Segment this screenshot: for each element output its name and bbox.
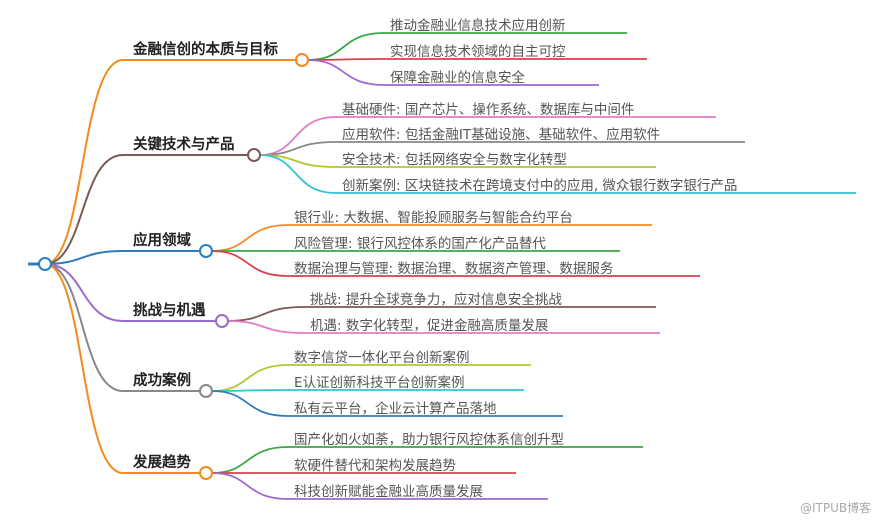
leaf-connector: [307, 58, 647, 61]
leaf-node[interactable]: 银行业: 大数据、智能投顾服务与智能合约平台: [294, 210, 573, 226]
branch-connector: [44, 263, 216, 322]
leaf-node[interactable]: 机遇: 数字化转型，促进金融高质量发展: [310, 318, 549, 334]
leaf-connector: [259, 154, 656, 168]
branch-node[interactable]: 应用领域: [133, 233, 191, 249]
leaf-node[interactable]: 保障金融业的信息安全: [390, 70, 525, 86]
leaf-node[interactable]: 科技创新赋能金融业高质量发展: [294, 484, 483, 500]
leaf-node[interactable]: 国产化如火如荼，助力银行风控体系信创升型: [294, 432, 564, 448]
branch-node[interactable]: 挑战与机遇: [133, 303, 206, 319]
leaf-connector: [259, 116, 716, 156]
leaf-connector: [211, 250, 700, 277]
leaf-node[interactable]: 数字信贷一体化平台创新案例: [294, 350, 470, 366]
branch-node[interactable]: 关键技术与产品: [133, 137, 235, 153]
branch-connector: [44, 250, 200, 265]
leaf-connector: [211, 472, 548, 500]
branch-connector: [44, 59, 296, 265]
leaf-node[interactable]: 数据治理与管理: 数据治理、数据资产管理、数据服务: [294, 261, 614, 277]
leaf-node[interactable]: 创新案例: 区块链技术在跨境支付中的应用, 微众银行数字银行产品: [342, 178, 738, 194]
leaf-connector: [211, 389, 524, 392]
leaf-node[interactable]: 推动金融业信息技术应用创新: [390, 18, 566, 34]
leaf-connector: [211, 390, 563, 417]
leaf-connector: [227, 306, 656, 322]
watermark: @ITPUB博客: [800, 501, 872, 515]
leaf-connector: [211, 364, 531, 392]
leaf-connector: [259, 141, 745, 156]
leaf-node[interactable]: 应用软件: 包括金融IT基础设施、基础软件、应用软件: [342, 127, 661, 143]
leaf-connector: [211, 224, 652, 252]
branch-node[interactable]: 金融信创的本质与目标: [133, 42, 278, 58]
branch-node[interactable]: 成功案例: [133, 373, 191, 389]
branch-collapse-toggle[interactable]: [295, 53, 309, 67]
leaf-node[interactable]: 基础硬件: 国产芯片、操作系统、数据库与中间件: [342, 102, 635, 118]
branch-node[interactable]: 发展趋势: [133, 455, 191, 471]
leaf-node[interactable]: 实现信息技术领域的自主可控: [390, 44, 566, 60]
leaf-node[interactable]: 风险管理: 银行风控体系的国产化产品替代: [294, 236, 546, 252]
branch-connector: [44, 263, 200, 474]
leaf-node[interactable]: 软硬件替代和架构发展趋势: [294, 458, 456, 474]
leaf-node[interactable]: E认证创新科技平台创新案例: [294, 375, 465, 391]
leaf-connector: [227, 320, 660, 334]
root-node[interactable]: [38, 257, 52, 271]
leaf-connector: [307, 59, 599, 86]
leaf-node[interactable]: 私有云平台，企业云计算产品落地: [294, 401, 497, 417]
branch-collapse-toggle[interactable]: [215, 314, 229, 328]
leaf-node[interactable]: 挑战: 提升全球竞争力，应对信息安全挑战: [310, 292, 562, 308]
branch-connector: [44, 154, 248, 265]
leaf-connector: [307, 32, 627, 61]
branch-collapse-toggle[interactable]: [199, 384, 213, 398]
branch-connector: [44, 263, 200, 392]
leaf-connector: [259, 154, 856, 194]
branch-collapse-toggle[interactable]: [247, 148, 261, 162]
leaf-node[interactable]: 安全技术: 包括网络安全与数字化转型: [342, 152, 567, 168]
branch-collapse-toggle[interactable]: [199, 244, 213, 258]
leaf-connector: [211, 446, 643, 474]
branch-collapse-toggle[interactable]: [199, 466, 213, 480]
